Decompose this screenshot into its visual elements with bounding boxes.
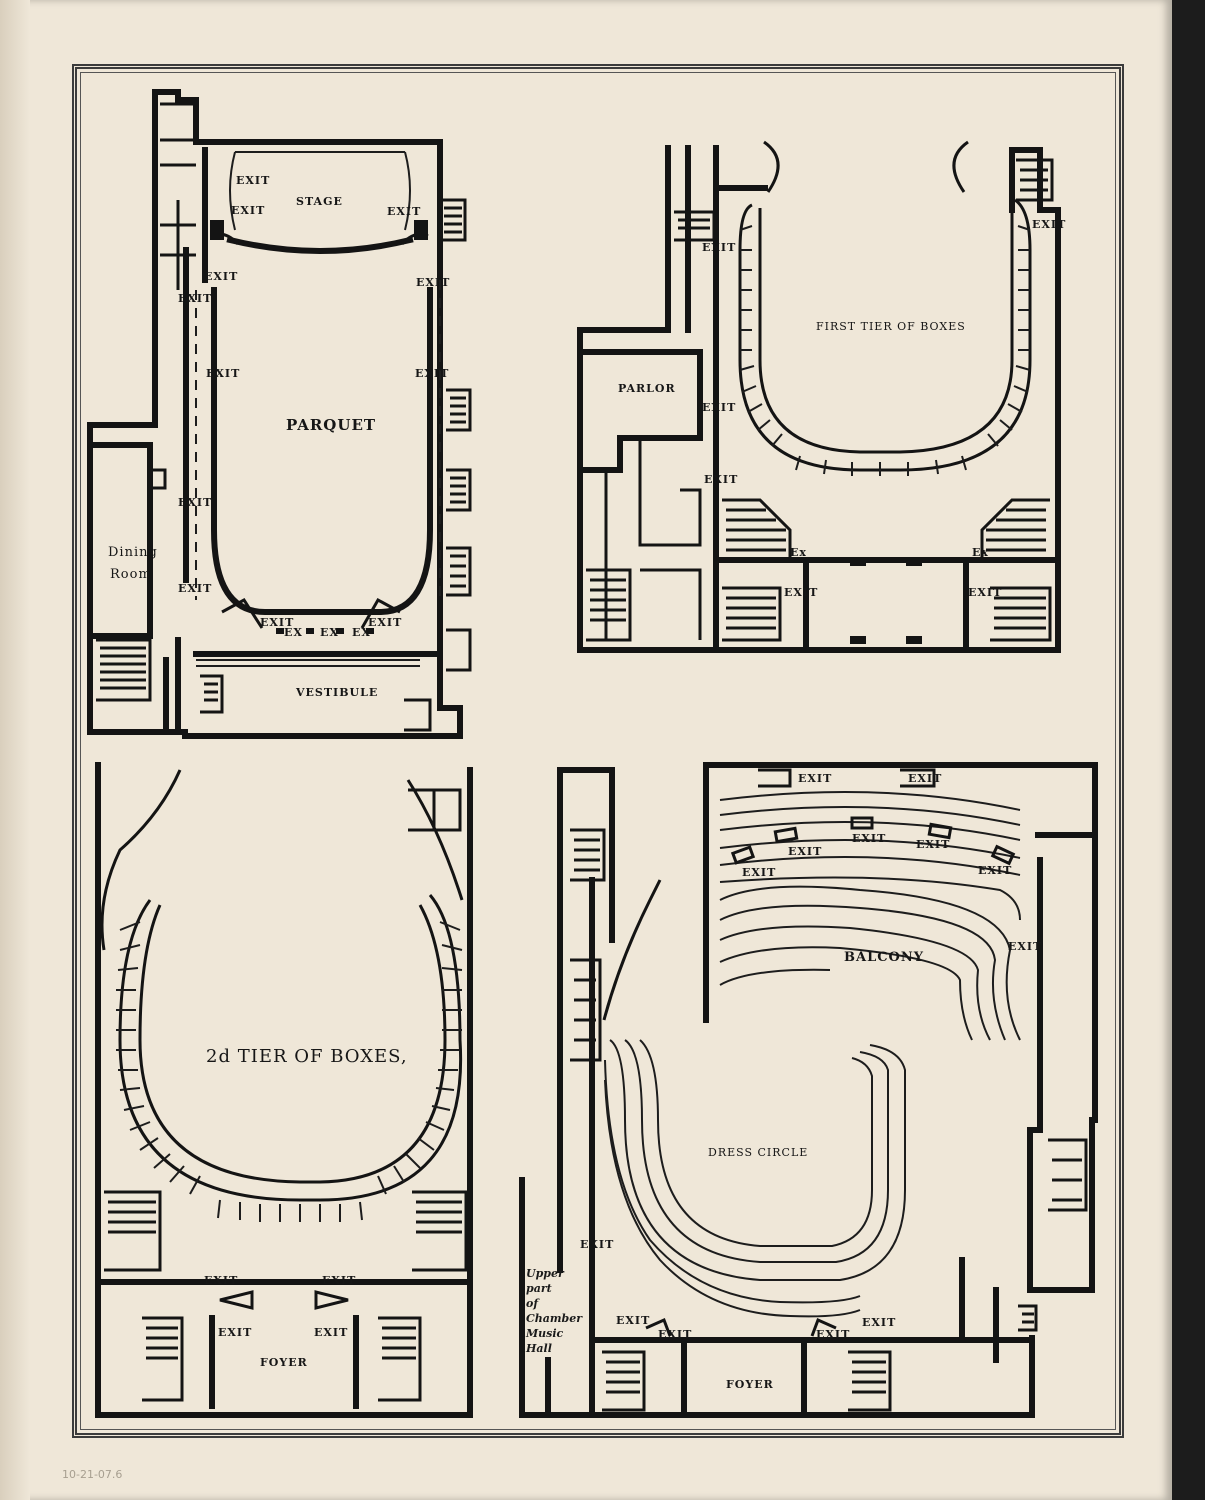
dress-circle-label: DRESS CIRCLE <box>708 1146 809 1159</box>
parquet-plan <box>87 89 472 739</box>
archive-pencil-note: 10-21-07.6 <box>62 1468 123 1481</box>
dining-room-label-line1: Dining <box>108 545 158 560</box>
ex-label: Ex <box>790 546 807 559</box>
exit-label: EXIT <box>178 496 213 509</box>
parlor-label: PARLOR <box>618 382 676 395</box>
first-tier-label: FIRST TIER OF BOXES <box>816 320 966 333</box>
exit-label: EXIT <box>314 1326 349 1339</box>
second-tier-label: 2d TIER OF BOXES, <box>206 1046 408 1067</box>
exit-label: EXIT <box>788 845 823 858</box>
exit-label: EXIT <box>580 1238 615 1251</box>
program-page: STAGE PARQUET VESTIBULE Dining Room EXIT… <box>0 0 1172 1500</box>
exit-label: EXIT <box>1008 940 1043 953</box>
exit-label: EXIT <box>658 1328 693 1341</box>
exit-label: EXIT <box>742 866 777 879</box>
exit-label: EXIT <box>916 838 951 851</box>
ex-label: EX <box>320 626 339 639</box>
exit-label: EXIT <box>206 367 241 380</box>
dining-room-label-line2: Room <box>110 567 152 582</box>
exit-label: EXIT <box>231 204 266 217</box>
note-line: Hall <box>526 1342 552 1355</box>
stage-label: STAGE <box>296 195 343 208</box>
balcony-label: BALCONY <box>844 950 925 965</box>
note-line: Music <box>526 1327 564 1340</box>
parquet-label: PARQUET <box>286 416 377 434</box>
page-binding-edge <box>0 0 30 1500</box>
second-tier-plan <box>95 762 473 1418</box>
note-line: of <box>526 1297 539 1310</box>
exit-label: EXIT <box>236 174 271 187</box>
first-tier-plan <box>577 140 1061 653</box>
exit-label: EXIT <box>260 616 295 629</box>
exit-label: EXIT <box>204 270 239 283</box>
exit-label: EXIT <box>1032 218 1067 231</box>
ex-label: EX <box>352 626 371 639</box>
exit-label: EXIT <box>702 241 737 254</box>
balcony-plan <box>519 762 1098 1418</box>
vestibule-label: VESTIBULE <box>296 686 379 699</box>
decorative-border-inner <box>80 72 1116 1430</box>
exit-label: EXIT <box>784 586 819 599</box>
exit-label: EXIT <box>178 582 213 595</box>
exit-label: EXIT <box>416 276 451 289</box>
decorative-border <box>72 64 1124 1438</box>
exit-label: EXIT <box>204 1274 239 1287</box>
ex-label: EX <box>284 626 303 639</box>
exit-label: EXIT <box>852 832 887 845</box>
exit-label: EXIT <box>322 1274 357 1287</box>
exit-label: EXIT <box>616 1314 651 1327</box>
note-line: Chamber <box>526 1312 583 1325</box>
exit-label: EXIT <box>178 292 213 305</box>
exit-label: EXIT <box>704 473 739 486</box>
exit-label: EXIT <box>415 367 450 380</box>
ex-label: Ex <box>972 546 989 559</box>
exit-label: EXIT <box>908 772 943 785</box>
note-line: Upper part <box>526 1267 564 1295</box>
exit-label: EXIT <box>862 1316 897 1329</box>
exit-label: EXIT <box>702 401 737 414</box>
exit-label: EXIT <box>368 616 403 629</box>
exit-label: EXIT <box>798 772 833 785</box>
foyer-label: FOYER <box>726 1378 774 1391</box>
exit-label: EXIT <box>978 864 1013 877</box>
exit-label: EXIT <box>816 1328 851 1341</box>
foyer-label: FOYER <box>260 1356 308 1369</box>
exit-label: EXIT <box>387 205 422 218</box>
exit-label: EXIT <box>968 586 1003 599</box>
exit-label: EXIT <box>218 1326 253 1339</box>
chamber-music-hall-note: Upper part of Chamber Music Hall <box>526 1266 583 1356</box>
floor-plans-drawing <box>87 89 1098 1418</box>
